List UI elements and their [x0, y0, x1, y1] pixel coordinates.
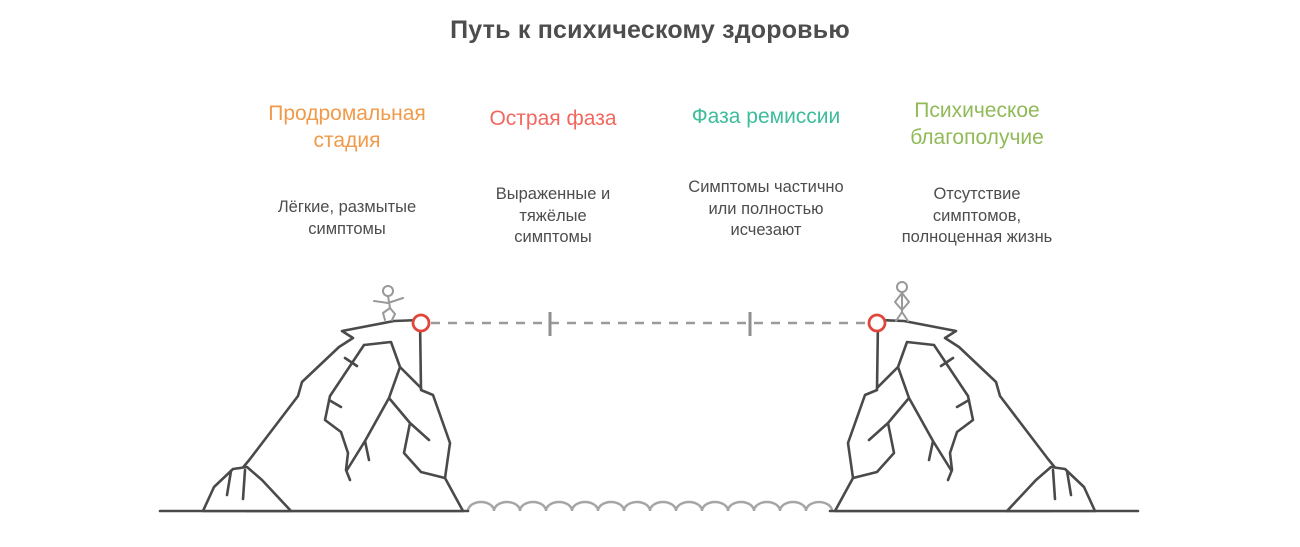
stage-title-wellbeing: Психическое благополучие — [910, 99, 1044, 149]
stage-desc-wellbeing: Отсутствие симптомов, полноценная жизнь — [901, 185, 1053, 246]
cliff-silhouette — [239, 318, 465, 513]
stage-desc-prodromal: Лёгкие, размытые симптомы — [277, 198, 417, 238]
water-wave — [466, 500, 834, 512]
standing-stick-figure — [894, 281, 910, 322]
left-cliff — [158, 318, 470, 513]
walking-stick-figure — [373, 285, 404, 321]
stage-title-acute: Острая фаза — [489, 107, 617, 130]
foothill-detail — [225, 468, 247, 501]
foothill-rock — [201, 465, 293, 513]
stage-title-remission: Фаза ремиссии — [691, 105, 841, 128]
stage-desc-remission: Симптомы частично или полностью исчезают — [688, 178, 844, 239]
stage-title-prodromal: Продромальная стадия — [268, 102, 426, 152]
right-cliff — [828, 318, 1140, 513]
cliff-facets — [323, 340, 447, 482]
stage-desc-acute: Выраженные и тяжёлые симптомы — [495, 185, 611, 246]
page-title: Путь к психическому здоровью — [450, 16, 850, 44]
right-anchor-circle — [867, 313, 887, 333]
left-anchor-circle — [411, 313, 431, 333]
rope-tick-marks — [548, 312, 752, 336]
